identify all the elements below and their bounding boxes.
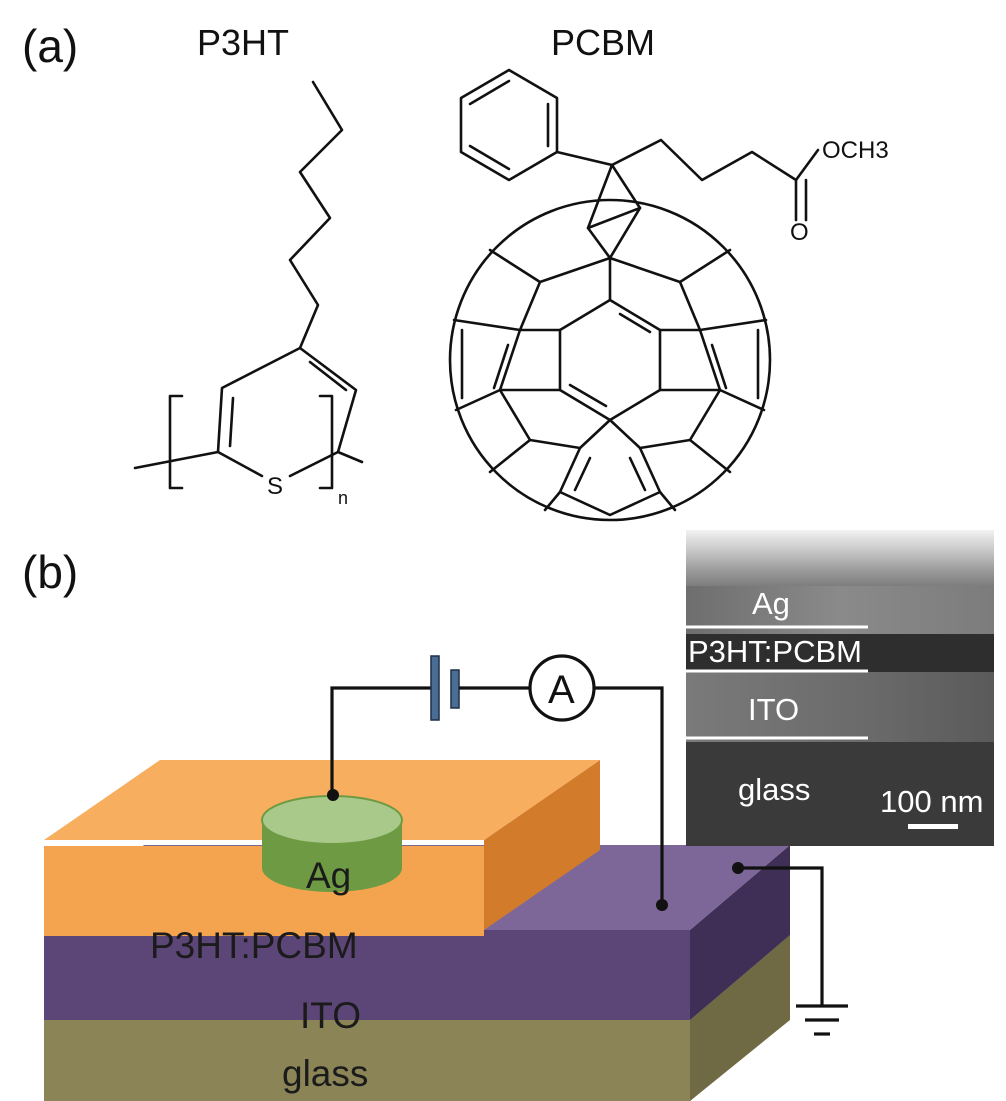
fullerene-double-3 — [710, 343, 728, 390]
fullerene-face-2 — [608, 256, 702, 332]
butyl-chain — [610, 138, 820, 182]
fullerene-face-1 — [518, 256, 612, 332]
p3ht-structure: P3HT S n — [133, 22, 364, 508]
fullerene-double-5 — [573, 456, 592, 492]
ito-label: ITO — [300, 995, 361, 1036]
fullerene-face-3 — [658, 328, 722, 392]
fullerene-face-5 — [498, 328, 562, 392]
fullerene-spoke-1 — [488, 248, 542, 284]
thiophene-double-bond-left — [228, 396, 235, 448]
glass-label: glass — [282, 1053, 368, 1094]
thiophene-s-bond-right — [288, 450, 340, 478]
panel-label-b: (b) — [22, 546, 78, 598]
fullerene-spoke-2 — [678, 248, 732, 284]
measurement-circuit: A — [327, 654, 848, 1036]
fullerene-center-hexagon — [558, 298, 662, 422]
wire-electrode — [330, 686, 432, 795]
sem-scale-bar — [908, 824, 958, 829]
sem-scale-bar-label: 100 nm — [880, 784, 983, 819]
sem-label-ag: Ag — [752, 586, 790, 621]
fullerene-double-4 — [492, 343, 510, 390]
pcbm-name: PCBM — [551, 22, 655, 63]
fullerene-spoke-8 — [688, 438, 732, 474]
fullerene-spoke-3 — [452, 318, 522, 332]
ito-front-face — [44, 930, 690, 1020]
p3ht-name: P3HT — [197, 22, 289, 63]
fullerene-double-2 — [568, 383, 608, 408]
thiophene-s-bond-left — [216, 450, 264, 478]
phenyl-ring — [459, 68, 559, 182]
thiophene-bonds — [216, 346, 358, 454]
cyclopropane-ring — [586, 163, 642, 230]
electrode-label: Ag — [306, 855, 351, 896]
chain-bond-left — [133, 450, 220, 470]
battery-long-plate — [430, 655, 440, 721]
battery-short-plate — [450, 669, 460, 709]
sem-ito-region — [686, 672, 994, 742]
sem-label-ito: ITO — [748, 692, 799, 727]
ito-right-face — [690, 845, 790, 1020]
carbonyl-oxygen: O — [790, 219, 809, 246]
sem-label-glass: glass — [738, 772, 810, 807]
ito-contact-dot — [656, 899, 668, 911]
glass-front-face — [44, 1020, 690, 1101]
pcbm-structure: PCBM OCH3 O — [448, 22, 889, 522]
fullerene-to-cyclopropane-1 — [586, 226, 612, 260]
electrode-top — [261, 795, 403, 845]
phenyl-double-1 — [468, 79, 511, 106]
glass-right-face — [690, 935, 790, 1101]
hexyl-chain — [288, 80, 344, 350]
fullerene-double-1 — [618, 312, 652, 334]
fullerene-spoke-7 — [488, 438, 532, 474]
fullerene-face-7 — [558, 446, 662, 517]
chain-bond-right — [336, 450, 364, 464]
wire-ground — [738, 866, 824, 1006]
electrode-contact-dot — [327, 789, 339, 801]
ammeter-symbol: A — [548, 668, 575, 712]
sem-label-active: P3HT:PCBM — [688, 634, 862, 669]
active-layer-label: P3HT:PCBM — [150, 925, 358, 966]
repeat-bracket-left — [168, 394, 184, 490]
sem-active-region — [686, 634, 994, 672]
fullerene-outline — [448, 198, 772, 522]
phenyl-double-3 — [468, 144, 511, 171]
active-layer-right-face — [484, 760, 600, 930]
fullerene-spoke-9 — [543, 490, 562, 512]
wire-ito-contact — [594, 686, 664, 905]
sem-top-region — [686, 530, 994, 588]
fullerene-spoke-6 — [718, 388, 766, 412]
repeat-bracket-right — [318, 394, 334, 490]
fullerene-cage — [448, 198, 772, 522]
repeat-index: n — [338, 488, 348, 508]
thiophene-double-bond-right — [308, 360, 348, 392]
fullerene-face-4 — [608, 388, 722, 450]
sem-inset: Ag P3HT:PCBM ITO glass 100 nm — [686, 530, 994, 846]
fullerene-spoke-4 — [698, 318, 768, 332]
phenyl-to-bridge — [555, 150, 614, 167]
panel-label-a: (a) — [22, 20, 78, 72]
fullerene-to-cyclopropane-2 — [608, 206, 642, 260]
device-stack: Ag P3HT:PCBM ITO glass — [44, 760, 790, 1101]
ground-icon — [796, 1004, 848, 1036]
fullerene-spoke-5 — [454, 388, 502, 412]
methoxy-group: OCH3 — [822, 137, 889, 164]
sulfur-atom: S — [267, 473, 283, 500]
fullerene-face-6 — [498, 388, 612, 450]
fullerene-double-6 — [628, 456, 647, 492]
fullerene-spoke-10 — [658, 490, 677, 512]
